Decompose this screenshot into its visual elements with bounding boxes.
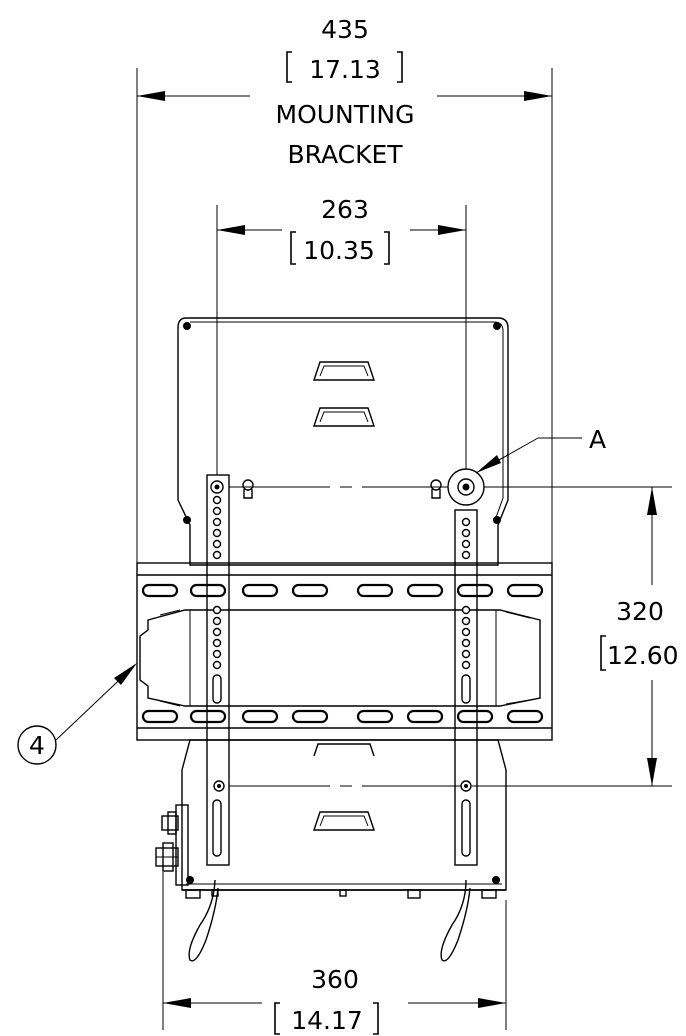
rail-left (206, 474, 230, 866)
back-panel (177, 317, 509, 566)
overall-width-in: 17.13 (309, 55, 381, 84)
keyhole-left (242, 479, 254, 499)
rail-spacing-mm: 263 (321, 195, 369, 224)
vertical-spacing-in: 12.60 (607, 641, 679, 670)
item-number: 4 (29, 731, 45, 760)
wall-bracket (136, 562, 553, 741)
rail-right (454, 509, 478, 866)
side-connectors (155, 804, 189, 886)
handle-lower (313, 811, 375, 831)
dimension-rail-spacing: 263 10.35 (217, 195, 466, 265)
callout-item-4: 4 (17, 663, 137, 765)
overall-width-label-1: MOUNTING (276, 100, 415, 129)
detail-label: A (589, 425, 606, 454)
overall-width-mm: 435 (321, 15, 369, 44)
lanyard-right (440, 879, 471, 962)
extension-lines (136, 68, 672, 1030)
dimension-vertical-spacing: 320 12.60 (600, 487, 679, 786)
base-width-in: 14.17 (291, 1006, 363, 1035)
base-width-mm: 360 (311, 965, 359, 994)
callout-detail-a: A (475, 425, 606, 474)
dimension-overall-width: 435 17.13 MOUNTING BRACKET (137, 15, 552, 169)
rail-spacing-in: 10.35 (303, 236, 375, 265)
keyhole-right (430, 479, 442, 499)
lanyard-left (188, 879, 219, 962)
handle-middle (313, 407, 375, 427)
detail-a-screw (447, 468, 485, 506)
overall-width-label-2: BRACKET (287, 140, 403, 169)
lower-enclosure (155, 739, 507, 962)
dimension-base-width: 360 14.17 (163, 965, 506, 1035)
handle-top (313, 361, 375, 381)
vertical-spacing-mm: 320 (616, 597, 664, 626)
